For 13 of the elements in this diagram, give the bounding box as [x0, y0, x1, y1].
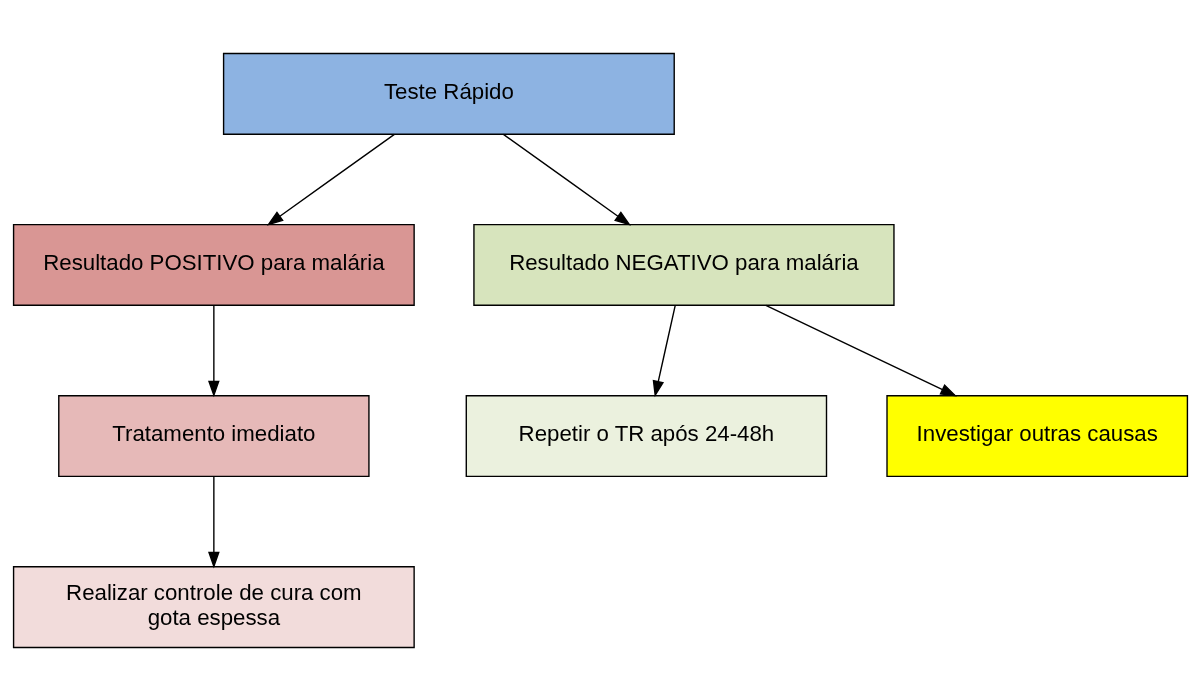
- node-box: Resultado NEGATIVO para malária: [473, 223, 895, 306]
- arrow: [208, 304, 220, 397]
- node-box: Repetir o TR após 24-48h: [465, 394, 828, 477]
- arrow: [266, 133, 396, 226]
- node-box: Teste Rápido: [222, 52, 675, 135]
- arrow: [502, 133, 632, 226]
- arrow: [765, 304, 957, 396]
- node-box: Tratamento imediato: [58, 394, 370, 477]
- node-box: Investigar outras causas: [886, 394, 1189, 477]
- node-box: Realizar controle de cura com gota espessa: [12, 565, 415, 648]
- node-box: Resultado POSITIVO para malária: [12, 223, 415, 306]
- arrow: [208, 475, 220, 568]
- arrow: [652, 304, 676, 397]
